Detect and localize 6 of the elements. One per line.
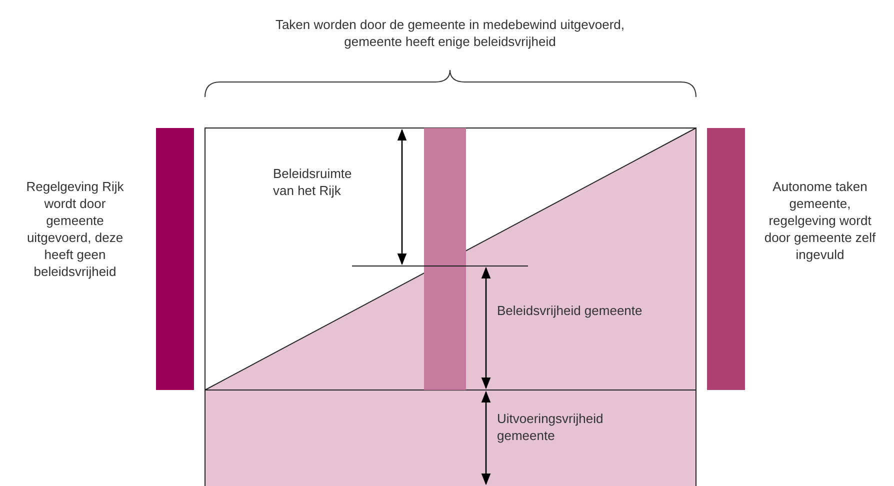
- area-label: Uitvoeringsvrijheid gemeente: [497, 410, 604, 444]
- side-text: Regelgeving Rijk wordt door gemeente uitgevoerd, deze heeft geen beleidsvrijheid: [25, 178, 125, 280]
- side-text: Autonome taken gemeente, regelgeving wordt door gemeente zelf ingevuld: [763, 178, 877, 263]
- area-label: Beleidsruimte van het Rijk: [273, 165, 353, 199]
- area-label: Beleidsvrijheid gemeente: [497, 302, 644, 319]
- brace-caption: Taken worden door de gemeente in medebewind uitgevoerd, gemeente heeft enige beleidsvrijheid: [274, 16, 626, 50]
